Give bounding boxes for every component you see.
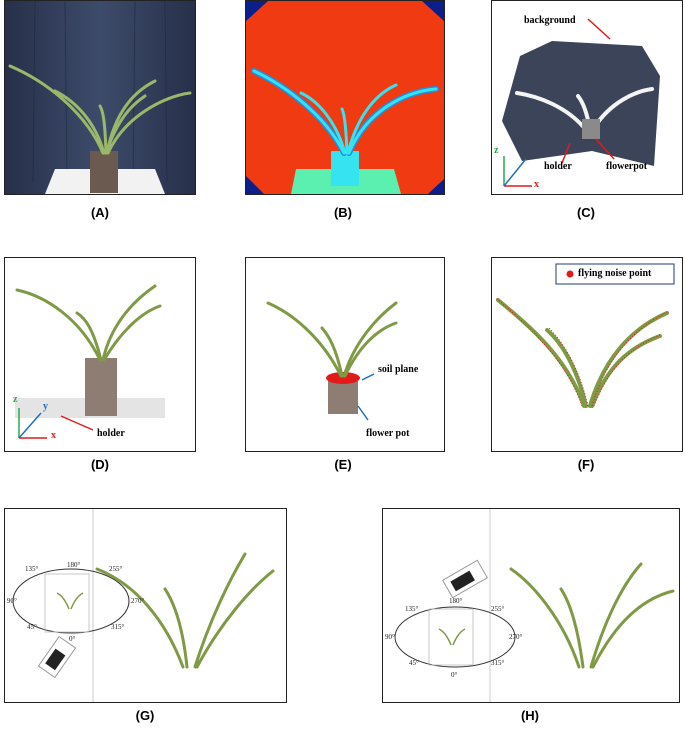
panel-g-views: [12, 509, 275, 702]
panel-h-views: [394, 509, 675, 702]
panel-c-pointcloud: [502, 18, 660, 187]
axis-y-d: y: [43, 401, 48, 412]
legend-flying-noise-point: flying noise point: [578, 268, 652, 279]
axis-z-d: z: [13, 394, 18, 405]
caption-g: (G): [135, 708, 155, 723]
angle-0-g: 0°: [69, 635, 76, 643]
angle-135-h: 135°: [405, 605, 419, 613]
angle-0-h: 0°: [451, 671, 458, 679]
panel-b: [245, 0, 445, 195]
caption-e: (E): [334, 457, 352, 472]
angle-270-g: 270°: [131, 597, 145, 605]
caption-c: (C): [576, 205, 596, 220]
axis-x-d: x: [51, 430, 56, 441]
panel-f-plant: [495, 263, 675, 408]
axis-x-c: x: [534, 179, 539, 190]
panel-e-plant: [266, 301, 398, 421]
angle-90-g: 90°: [7, 597, 17, 605]
angle-180-h: 180°: [449, 597, 463, 605]
angle-135-g: 135°: [25, 565, 39, 573]
caption-h: (H): [520, 708, 540, 723]
angle-180-g: 180°: [67, 561, 81, 569]
panel-g: 135° 180° 255° 90° 270° 45° 0° 315°: [4, 508, 287, 703]
angle-315-h: 315°: [491, 659, 505, 667]
panel-h: 180° 135° 255° 90° 270° 45° 0° 315°: [382, 508, 680, 703]
panel-a-photo: [5, 1, 195, 194]
label-holder: holder: [544, 161, 572, 172]
caption-b: (B): [333, 205, 353, 220]
angle-315-g: 315°: [111, 623, 125, 631]
caption-d: (D): [90, 457, 110, 472]
angle-255-g: 255°: [109, 565, 123, 573]
panel-d: z y x holder: [4, 257, 196, 452]
caption-f: (F): [577, 457, 595, 472]
angle-45-g: 45°: [27, 623, 37, 631]
angle-270-h: 270°: [509, 633, 523, 641]
panel-a: [4, 0, 196, 195]
label-background: background: [524, 15, 576, 26]
angle-45-h: 45°: [409, 659, 419, 667]
panel-b-depth: [246, 1, 444, 194]
label-flowerpot: flowerpot: [606, 161, 648, 172]
label-holder-d: holder: [97, 428, 125, 439]
label-flower-pot: flower pot: [366, 428, 410, 439]
panel-f: flying noise point: [491, 257, 683, 452]
caption-a: (A): [90, 205, 110, 220]
panel-c: background holder flowerpot z x: [491, 0, 683, 195]
angle-255-h: 255°: [491, 605, 505, 613]
axis-z-c: z: [494, 145, 499, 156]
angle-90-h: 90°: [385, 633, 395, 641]
panel-e: soil plane flower pot: [245, 257, 445, 452]
label-soil-plane: soil plane: [378, 364, 419, 375]
panel-d-plant: [15, 284, 165, 439]
